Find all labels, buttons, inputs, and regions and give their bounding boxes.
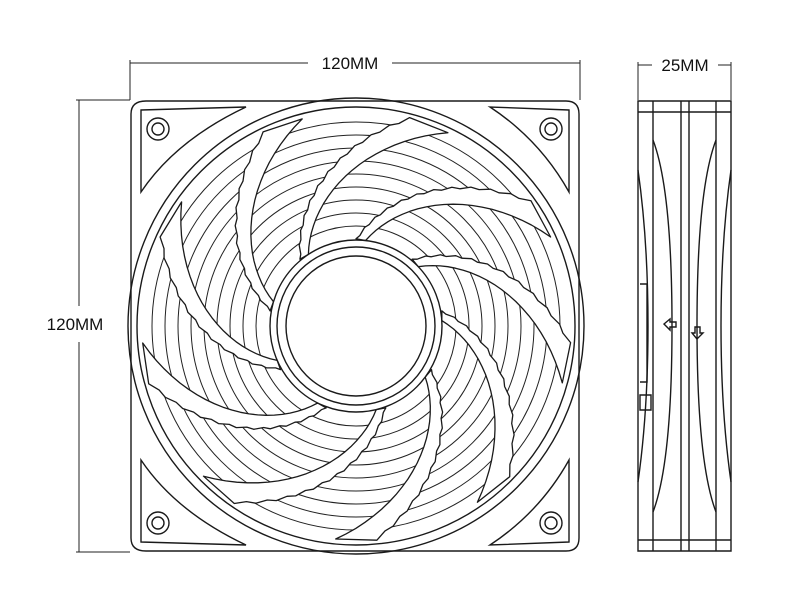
mounting-hole-tl-inner <box>151 122 165 136</box>
fan-blade <box>298 116 449 260</box>
fan-blade <box>355 186 552 242</box>
rotation-arrow <box>690 326 705 341</box>
mounting-hole-bl <box>146 511 170 535</box>
rib-ring <box>242 212 470 440</box>
fan-blade <box>159 201 282 371</box>
fan-blade <box>411 254 572 384</box>
side-cable-connector <box>639 283 652 411</box>
hub-middle-ring <box>276 246 436 406</box>
width-dimension: 120MM <box>129 54 581 100</box>
mounting-hole-tl <box>146 117 170 141</box>
fan-frame-inner <box>140 106 570 546</box>
width-label: 120MM <box>322 54 379 73</box>
hub-center <box>285 255 427 397</box>
height-dimension: 120MM <box>47 99 130 553</box>
fan-blade <box>335 368 444 541</box>
side-frame-outline <box>637 100 732 552</box>
mounting-hole-br-inner <box>544 516 558 530</box>
fan-blade <box>142 342 327 430</box>
side-left-outer-curve <box>637 169 649 483</box>
fan-frame-outer <box>130 100 580 552</box>
side-right-curve <box>696 139 717 513</box>
mounting-hole-bl-inner <box>151 516 165 530</box>
fan-blades <box>142 116 572 541</box>
left-arrow-icon <box>662 317 677 332</box>
fan-shroud-inner <box>136 106 576 546</box>
hub-outer-ring <box>269 239 443 413</box>
fan-shroud-outer <box>127 97 585 555</box>
mounting-hole-br <box>539 511 563 535</box>
airflow-arrow <box>662 317 677 332</box>
depth-dimension: 25MM <box>637 56 732 100</box>
fan-blade <box>441 310 515 503</box>
depth-label: 25MM <box>661 56 708 75</box>
fan-front-view <box>127 97 585 555</box>
fan-blade <box>234 118 303 312</box>
side-right-outer-curve <box>720 169 732 483</box>
mounting-holes <box>146 117 563 535</box>
mounting-hole-tr <box>539 117 563 141</box>
down-arrow-icon <box>690 326 705 341</box>
height-label: 120MM <box>47 315 104 334</box>
fan-blade <box>202 407 387 505</box>
side-left-curve <box>652 139 673 513</box>
mounting-hole-tr-inner <box>544 122 558 136</box>
fan-side-view <box>637 100 732 552</box>
